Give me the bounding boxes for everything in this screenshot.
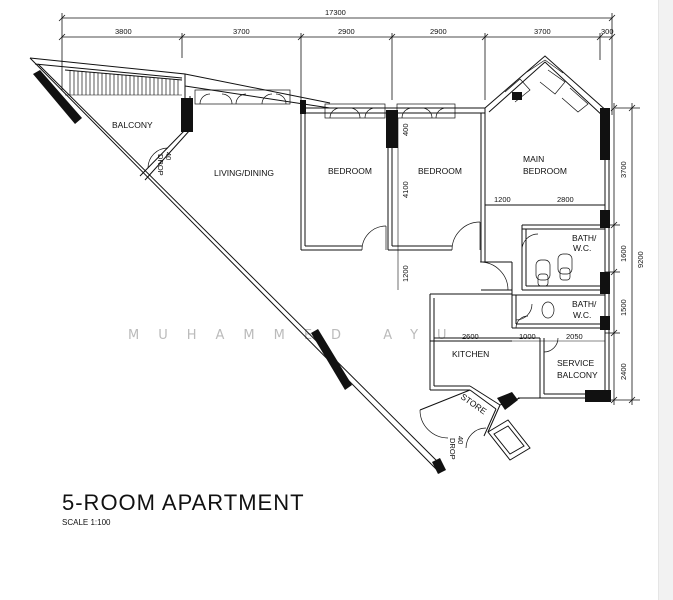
room-main-bedroom-line1: MAIN [523,154,544,164]
room-service-balcony-line2: BALCONY [557,370,598,380]
room-kitchen: KITCHEN [452,349,489,359]
room-bedroom-1: BEDROOM [328,166,372,176]
watermark: MUHAMMED AYU [128,328,466,343]
drop-top-label: DROP [156,154,165,176]
windows [194,59,589,119]
drop-top-value: 40 [164,152,173,160]
dim-top-1: 3800 [115,27,132,36]
dim-h-2600: 2600 [462,332,479,341]
dim-top-2: 3700 [233,27,250,36]
dim-right-1: 3700 [619,161,628,178]
drop-bottom-value: 40 [456,436,465,444]
doors [147,147,559,449]
room-service-balcony-line1: SERVICE [557,358,594,368]
dim-h-1200: 1200 [494,195,511,204]
dim-overall: 17300 [325,8,346,17]
interior-dim-lines [397,118,605,342]
room-bath-1-line2: W.C. [573,243,591,253]
room-bath-2-line2: W.C. [573,310,591,320]
room-bedroom-2: BEDROOM [418,166,462,176]
dim-v-1200: 1200 [401,265,410,282]
walls [29,55,610,474]
top-dimensions [58,13,616,115]
dim-h-2800: 2800 [557,195,574,204]
drop-bottom-label: DROP [448,438,457,460]
image-frame-edge [658,0,673,600]
dim-v-4100: 4100 [401,181,410,198]
dim-top-4: 2900 [430,27,447,36]
balcony-railing [64,69,183,96]
room-living-dining: LIVING/DINING [214,168,274,178]
bath-fixtures [535,253,573,319]
room-main-bedroom-line2: BEDROOM [523,166,567,176]
dim-right-4: 2400 [619,363,628,380]
room-balcony: BALCONY [112,120,153,130]
dim-top-6: 300 [601,27,614,36]
dim-right-total: 9200 [636,251,645,268]
room-bath-1-line1: BATH/ [572,233,597,243]
dim-top-3: 2900 [338,27,355,36]
plan-title: 5-ROOM APARTMENT [62,490,305,515]
room-bath-2-line1: BATH/ [572,299,597,309]
columns [33,70,611,474]
dim-h-1000: 1000 [519,332,536,341]
dim-right-2: 1600 [619,245,628,262]
dim-v-400: 400 [401,123,410,136]
dim-h-2050: 2050 [566,332,583,341]
dim-right-3: 1500 [619,299,628,316]
dim-top-5: 3700 [534,27,551,36]
plan-scale: SCALE 1:100 [62,518,111,527]
